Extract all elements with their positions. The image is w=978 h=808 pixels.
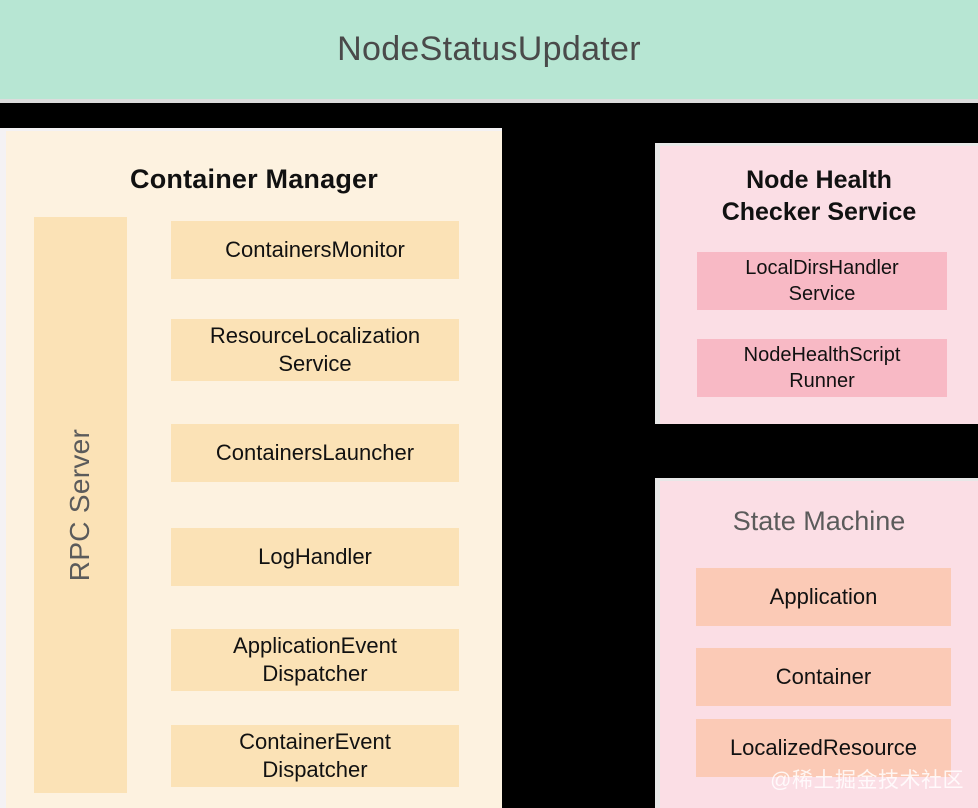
log-handler-label: LogHandler: [258, 543, 372, 569]
container-manager-panel: Container Manager RPC Server ContainersM…: [0, 128, 502, 808]
watermark: @稀土掘金技术社区: [770, 769, 964, 792]
rpc-server-label: RPC Server: [64, 428, 96, 582]
containers-monitor-box: ContainersMonitor: [171, 221, 459, 279]
state-machine-panel: State Machine Application Container Loca…: [655, 478, 978, 808]
log-handler-box: LogHandler: [171, 528, 459, 586]
container-manager-body: Container Manager RPC Server ContainersM…: [6, 131, 502, 808]
container-manager-title: Container Manager: [130, 164, 378, 194]
rpc-server-column: RPC Server: [34, 217, 127, 793]
node-status-updater-banner: NodeStatusUpdater: [0, 0, 978, 99]
containers-launcher-label: ContainersLauncher: [215, 439, 415, 465]
state-machine-title: State Machine: [732, 506, 906, 536]
container-box: Container: [696, 648, 951, 706]
localized-resource-label: LocalizedResource: [729, 735, 918, 760]
containers-launcher-box: ContainersLauncher: [171, 424, 459, 482]
application-label: Application: [769, 584, 878, 609]
banner-title: NodeStatusUpdater: [337, 30, 641, 68]
container-label: Container: [775, 664, 872, 689]
application-box: Application: [696, 568, 951, 626]
localized-resource-box: LocalizedResource: [696, 719, 951, 777]
containers-monitor-label: ContainersMonitor: [225, 236, 405, 262]
state-machine-body: State Machine Application Container Loca…: [660, 481, 978, 808]
banner-underline: [0, 99, 978, 103]
